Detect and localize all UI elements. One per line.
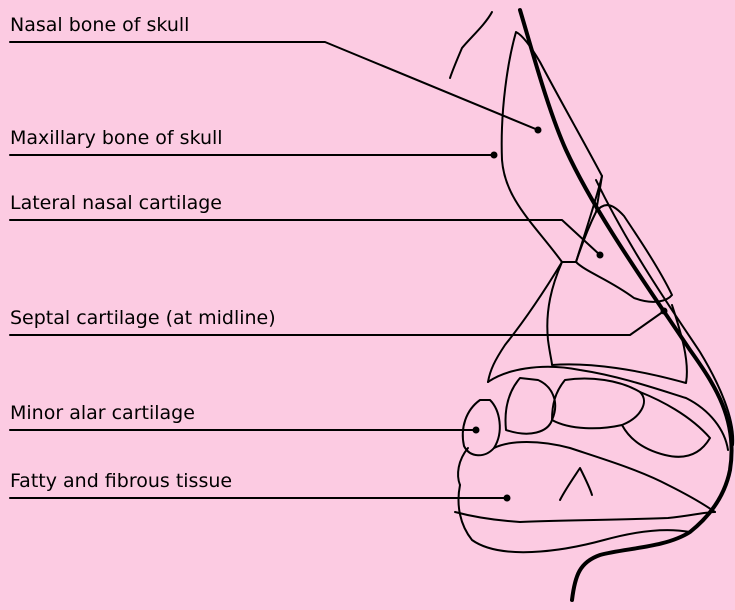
alar-lobule-outline: [494, 442, 715, 512]
ala-crease: [560, 468, 592, 500]
nasal-bone-shape: [502, 32, 602, 262]
label-nasal-bone: Nasal bone of skull: [10, 14, 189, 36]
nostril-line: [455, 512, 715, 522]
dot-minor-alar: [473, 427, 480, 434]
septal-cartilage-shape: [547, 262, 687, 383]
maxilla-line: [488, 262, 562, 382]
dot-maxillary-bone: [491, 152, 498, 159]
alar-lobe-1: [506, 378, 556, 434]
skin-profile-outline: [520, 10, 732, 600]
forehead-stroke: [450, 12, 492, 78]
label-septal-cartilage: Septal cartilage (at midline): [10, 307, 276, 329]
label-minor-alar-cartilage: Minor alar cartilage: [10, 402, 195, 424]
dot-lateral-cartilage: [597, 252, 604, 259]
dot-fatty-tissue: [504, 495, 511, 502]
minor-alar-lower: [458, 448, 468, 485]
alar-lobe-3: [622, 392, 710, 457]
alar-lobe-2: [552, 379, 644, 429]
dot-nasal-bone: [535, 127, 542, 134]
leader-lateral-cartilage: [10, 220, 600, 255]
label-fatty-fibrous-tissue: Fatty and fibrous tissue: [10, 470, 232, 492]
label-lateral-nasal-cartilage: Lateral nasal cartilage: [10, 192, 222, 214]
label-maxillary-bone: Maxillary bone of skull: [10, 127, 223, 149]
dot-septal-cartilage: [661, 308, 668, 315]
